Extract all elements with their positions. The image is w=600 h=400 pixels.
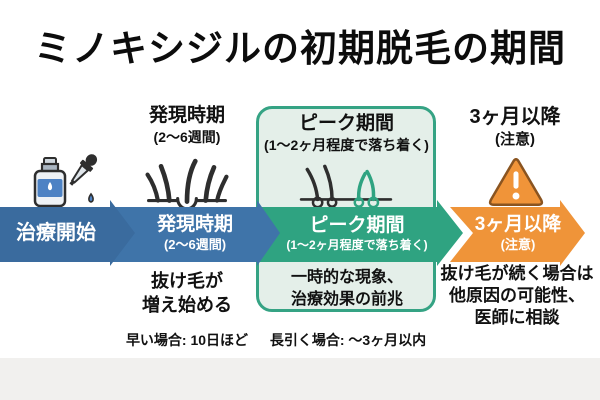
- caution-header-subtitle: (注意): [495, 131, 535, 148]
- dropper-bottle-icon: [26, 150, 106, 210]
- arrow-peak-sublabel: (1〜2ヶ月程度で落ち着く): [286, 238, 428, 252]
- onset-header-subtitle: (2〜6週間): [153, 129, 221, 145]
- peak-header-subtitle: (1〜2ヶ月程度で落ち着く): [264, 137, 429, 153]
- arrow-after-3-months: 3ヶ月以降 (注意): [450, 200, 585, 266]
- peak-header: ピーク期間 (1〜2ヶ月程度で落ち着く): [259, 112, 434, 154]
- page-title: ミノキシジルの初期脱毛の期間: [34, 28, 566, 69]
- peak-note: 長引く場合: 〜3ヶ月以内: [269, 332, 427, 348]
- onset-header: 発現時期 (2〜6週間): [118, 104, 256, 146]
- arrow-onset-period: 発現時期 (2〜6週間): [110, 200, 280, 266]
- footer-strip: [0, 358, 600, 400]
- caution-header: 3ヶ月以降 (注意): [450, 105, 580, 150]
- peak-description: 一時的な現象、 治療効果の前兆: [290, 269, 403, 308]
- arrow-caution-label: 3ヶ月以降: [474, 214, 562, 235]
- warning-triangle-icon: [487, 155, 545, 209]
- peak-header-title: ピーク期間: [298, 113, 394, 134]
- onset-description: 抜け毛が 増え始める: [142, 271, 232, 315]
- arrow-onset-label: 発現時期: [156, 214, 233, 235]
- arrow-treatment-start-label: 治療開始: [16, 222, 96, 244]
- arrow-treatment-start: 治療開始: [0, 200, 135, 266]
- arrow-caution-sublabel: (注意): [500, 237, 536, 252]
- timeline-arrow-row: 治療開始 発現時期 (2〜6週間) ピーク期間 (1〜2ヶ月程度で落ち着く) 3…: [0, 200, 600, 266]
- caution-description: 抜け毛が続く場合は 他原因の可能性、 医師に相談: [440, 264, 594, 327]
- onset-note: 早い場合: 10日ほど: [125, 332, 249, 348]
- onset-header-title: 発現時期: [148, 105, 225, 126]
- arrow-peak-label: ピーク期間: [309, 215, 405, 236]
- caution-header-title: 3ヶ月以降: [469, 106, 561, 128]
- arrow-peak-period: ピーク期間 (1〜2ヶ月程度で落ち着く): [253, 200, 463, 266]
- arrow-onset-sublabel: (2〜6週間): [163, 237, 227, 252]
